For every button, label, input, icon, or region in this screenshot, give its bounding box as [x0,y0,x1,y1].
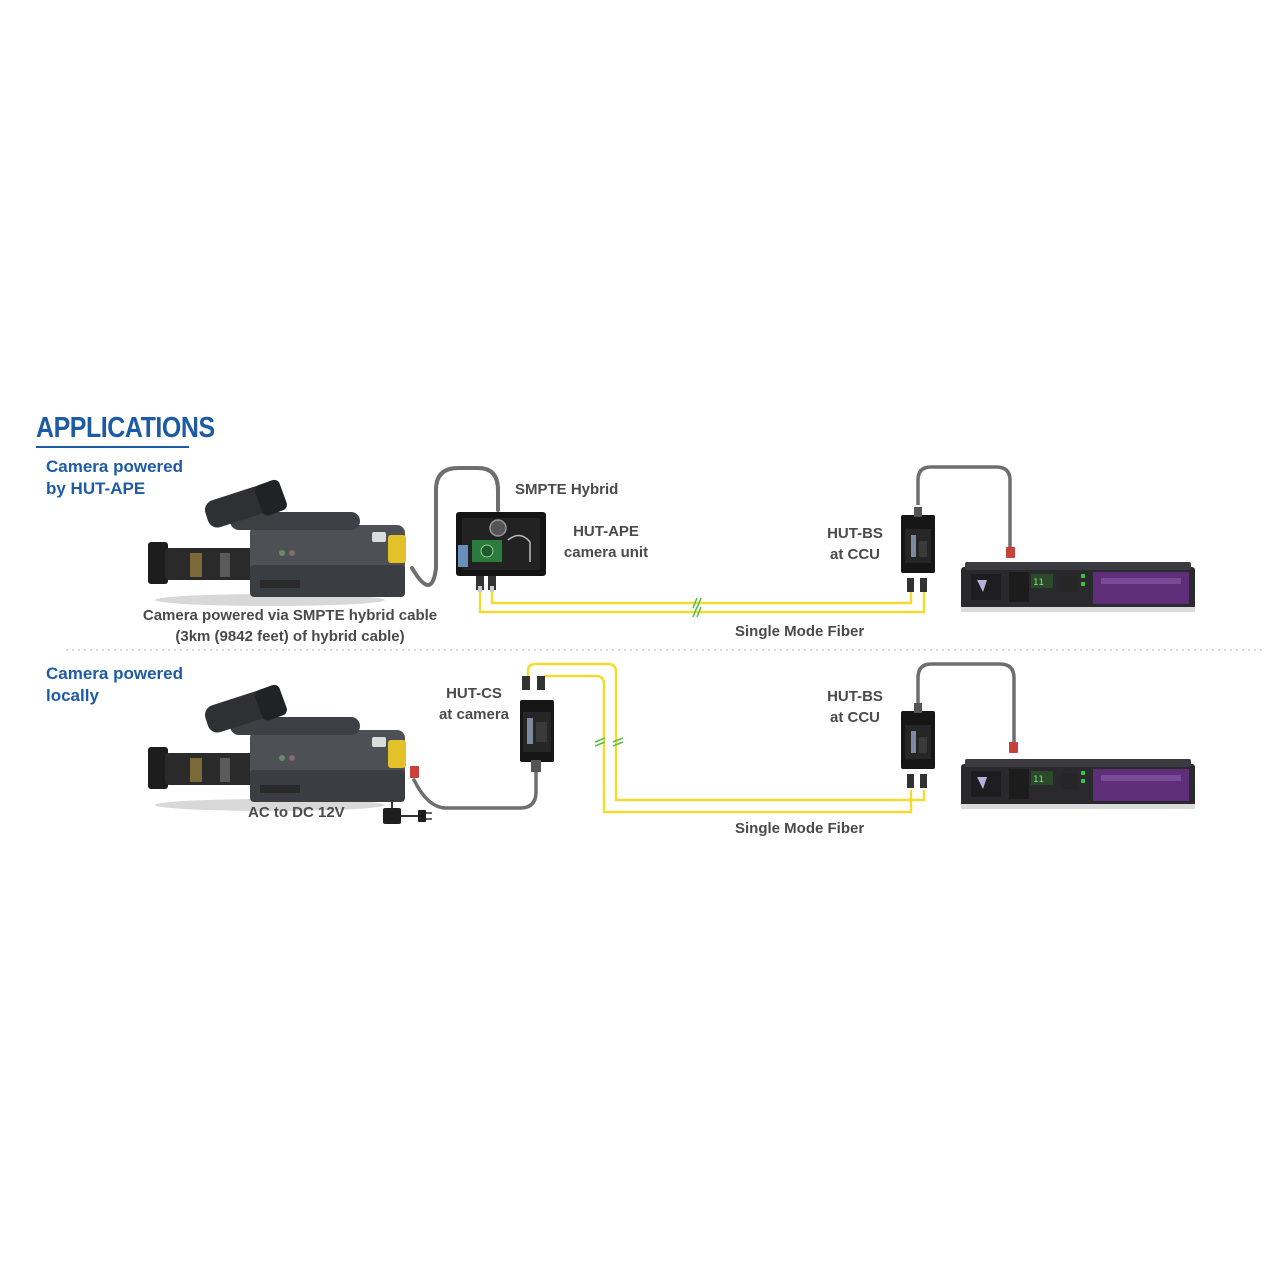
power-adapter-icon [383,800,432,824]
ccu-rack-icon [961,562,1195,612]
hut-cs-unit-icon [520,676,554,772]
title-underline [36,446,189,448]
hut-bs-unit-icon [901,465,1015,592]
page-title: APPLICATIONS [36,412,215,444]
smpte-hybrid-cable [410,466,500,587]
section1-heading: Camera powered by HUT-APE [46,457,183,498]
fiber-break-mark-2 [594,737,624,747]
section1-diagram [148,465,1195,618]
hut-bs-label-2: HUT-BS at CCU [827,688,883,726]
fiber-label-2: Single Mode Fiber [735,820,865,837]
hut-bs-label-1: HUT-BS at CCU [827,525,883,563]
broadcast-camera-icon [148,478,406,606]
hut-ape-label: HUT-APE camera unit [563,523,649,561]
power-cable [412,768,538,810]
single-mode-fiber-run-1 [478,590,926,614]
smpte-hybrid-label: SMPTE Hybrid [515,481,619,498]
camera-caption-1: Camera powered via SMPTE hybrid cable (3… [142,607,438,645]
section2-heading: Camera powered locally [46,664,183,705]
ccu-rack-icon-2 [961,759,1195,809]
broadcast-camera-icon-2 [148,683,406,811]
hut-ape-unit-icon [456,512,546,592]
fiber-break-mark-1 [692,597,702,618]
hut-cs-label: HUT-CS at camera [438,685,510,723]
fiber-label-1: Single Mode Fiber [735,623,865,640]
hut-bs-unit-icon-2 [901,662,1018,788]
power-caption: AC to DC 12V [248,804,345,821]
section2-diagram [148,662,1195,824]
